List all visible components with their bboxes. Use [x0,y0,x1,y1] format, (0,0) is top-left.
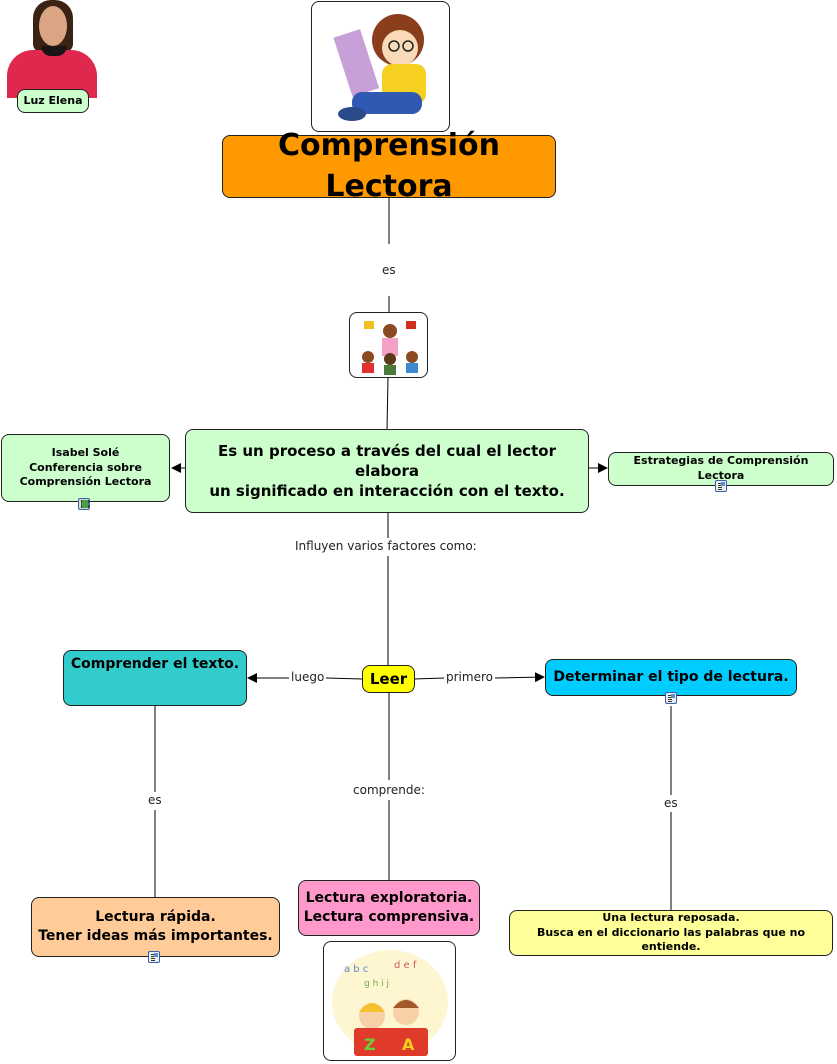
title-text: Comprensión Lectora [278,128,500,204]
definition-node[interactable]: Es un proceso a través del cual el lecto… [185,429,589,513]
rapida-line-1: Lectura rápida. [95,909,216,926]
teacher-children-illustration [362,321,418,375]
author-name: Luz Elena [23,93,83,107]
comprender-text: Comprender el texto. [70,656,240,672]
link-label-es-top: es [381,263,397,277]
document-resource-icon[interactable] [665,692,677,704]
link-label-comprende: comprende: [352,783,426,797]
lectura-rapida-node[interactable]: Lectura rápida. Tener ideas más importan… [31,897,280,957]
comprender-node[interactable]: Comprender el texto. [63,650,247,706]
boy-reading-image [311,1,450,132]
teacher-children-image [349,312,428,378]
document-resource-icon[interactable] [715,480,727,492]
title-node[interactable]: Comprensión Lectora [222,128,556,204]
link-label-luego: luego [290,670,326,684]
portrait-face [39,6,67,46]
link-label-es-right: es [663,796,679,810]
isabel-line-3: Comprensión Lectora [19,475,152,489]
author-name-label: Luz Elena [17,89,89,113]
document-resource-icon[interactable] [148,951,160,963]
line-leer-to-primero [413,677,445,680]
definition-line-1: Es un proceso a través del cual el lecto… [217,441,557,480]
svg-text:Z: Z [364,1035,376,1054]
author-photo [5,0,97,98]
kids-reading-illustration: a b c d e f g h i j Z A [332,950,448,1056]
video-resource-icon[interactable] [78,498,90,510]
line-teacher-to-definition [386,376,389,431]
isabel-line-1: Isabel Solé [51,445,120,459]
reposada-line-2: Busca en el diccionario las palabras que… [536,925,806,954]
rapida-line-2: Tener ideas más importantes. [38,928,273,944]
reposada-line-1: Una lectura reposada. [602,910,740,924]
svg-text:a b c: a b c [344,964,368,975]
estrategias-text: Estrategias de Comprensión Lectora [633,454,809,482]
link-label-es-left: es [147,793,163,807]
line-leer-to-luego [325,677,363,680]
definition-line-2: un significado en interacción con el tex… [209,482,565,501]
svg-text:d e f: d e f [394,960,417,971]
line-primero-to-determinar [494,672,545,683]
exploratoria-line-2: Lectura comprensiva. [303,909,475,925]
svg-text:g h i j: g h i j [364,979,389,989]
leer-node[interactable]: Leer [362,665,415,693]
exploratoria-line-1: Lectura exploratoria. [305,890,473,907]
svg-text:A: A [402,1035,415,1054]
reposada-node[interactable]: Una lectura reposada. Busca en el diccio… [509,910,833,956]
leer-text: Leer [369,669,408,688]
isabel-line-2: Conferencia sobre [29,460,142,474]
portrait-collar [41,46,67,56]
determinar-text: Determinar el tipo de lectura. [553,669,789,686]
link-label-primero: primero [445,670,494,684]
boy-reading-illustration [333,14,426,121]
exploratoria-node[interactable]: Lectura exploratoria. Lectura comprensiv… [298,880,480,936]
link-label-influyen: Influyen varios factores como: [294,539,478,553]
isabel-sole-node[interactable]: Isabel Solé Conferencia sobre Comprensió… [1,434,170,502]
determinar-node[interactable]: Determinar el tipo de lectura. [545,659,797,696]
kids-reading-image: a b c d e f g h i j Z A [323,941,456,1061]
